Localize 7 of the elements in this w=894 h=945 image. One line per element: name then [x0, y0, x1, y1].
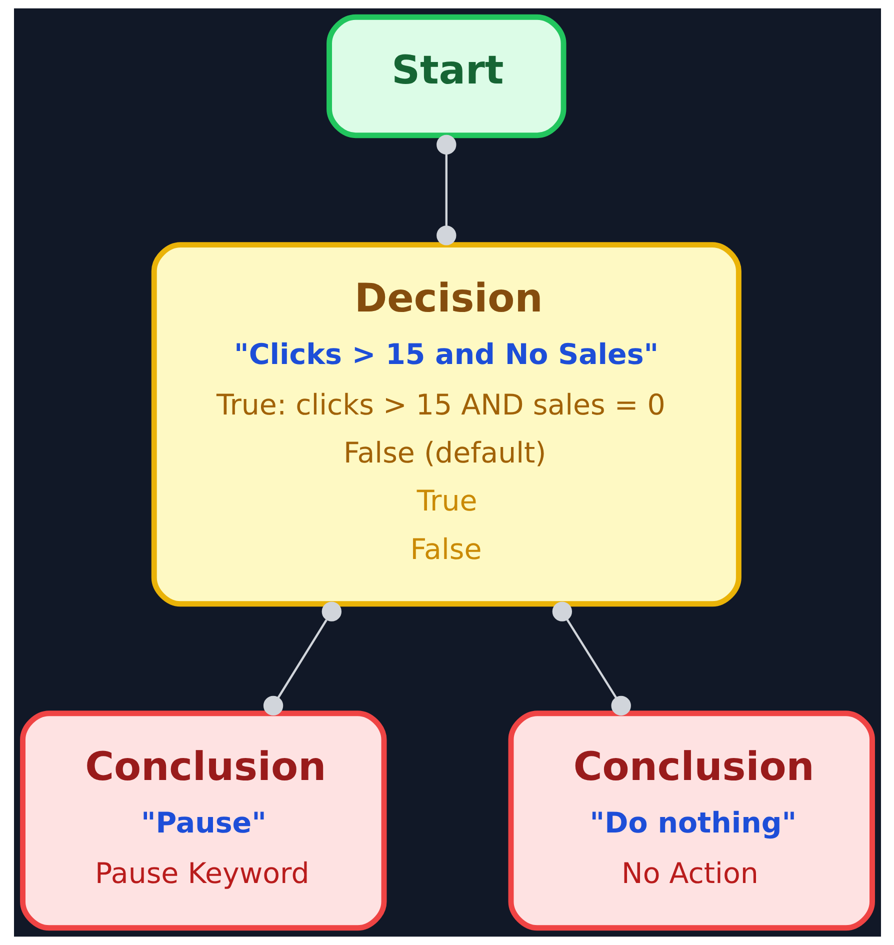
- node-box: Conclusion "Do nothing" No Action: [508, 710, 874, 931]
- node-box: Conclusion "Pause" Pause Keyword: [20, 710, 386, 931]
- node-box: Start: [326, 14, 566, 138]
- connector: [262, 602, 342, 716]
- node-box: Decision "Clicks > 15 and No Sales" True: clicks > 15 AND sales = 0 False (default) True False: [150, 242, 741, 607]
- connector: [552, 602, 630, 716]
- connector: [436, 134, 456, 246]
